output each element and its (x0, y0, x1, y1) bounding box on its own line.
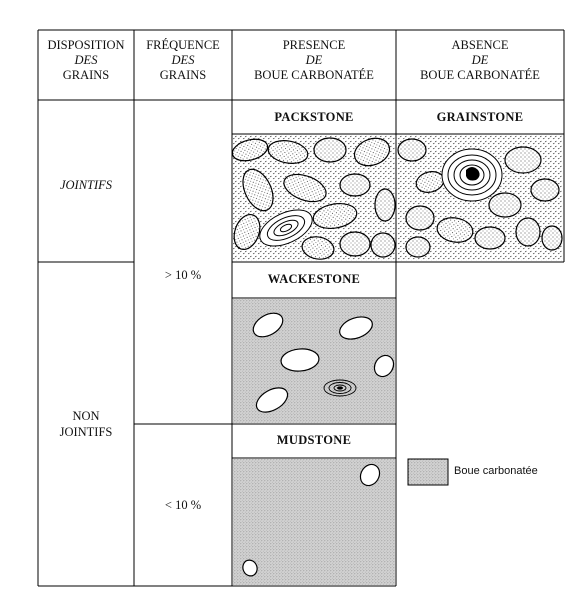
header-frequence: FRÉQUENCE DES GRAINS (146, 38, 220, 82)
facies-grainstone: GRAINSTONE (436, 110, 524, 124)
header-disposition: DISPOSITION DES GRAINS (47, 38, 125, 82)
row-label-non-jointifs: NON JOINTIFS (59, 409, 113, 439)
grainstone-illustration (397, 135, 563, 261)
facies-wackestone: WACKESTONE (267, 272, 361, 286)
legend-swatch (407, 458, 449, 486)
legend-label: Boue carbonatée (454, 465, 538, 477)
wackestone-illustration (233, 299, 395, 423)
packstone-illustration (231, 135, 396, 261)
freq-label-high: > 10 % (164, 268, 202, 282)
facies-mudstone: MUDSTONE (276, 433, 352, 447)
freq-label-low: < 10 % (164, 498, 202, 512)
header-presence: PRESENCE DE BOUE CARBONATÉE (254, 38, 374, 82)
row-label-jointifs: JOINTIFS (59, 178, 113, 192)
facies-packstone: PACKSTONE (274, 110, 354, 124)
table-grid (37, 29, 565, 587)
header-absence: ABSENCE DE BOUE CARBONATÉE (420, 38, 540, 82)
mudstone-illustration (233, 459, 395, 585)
